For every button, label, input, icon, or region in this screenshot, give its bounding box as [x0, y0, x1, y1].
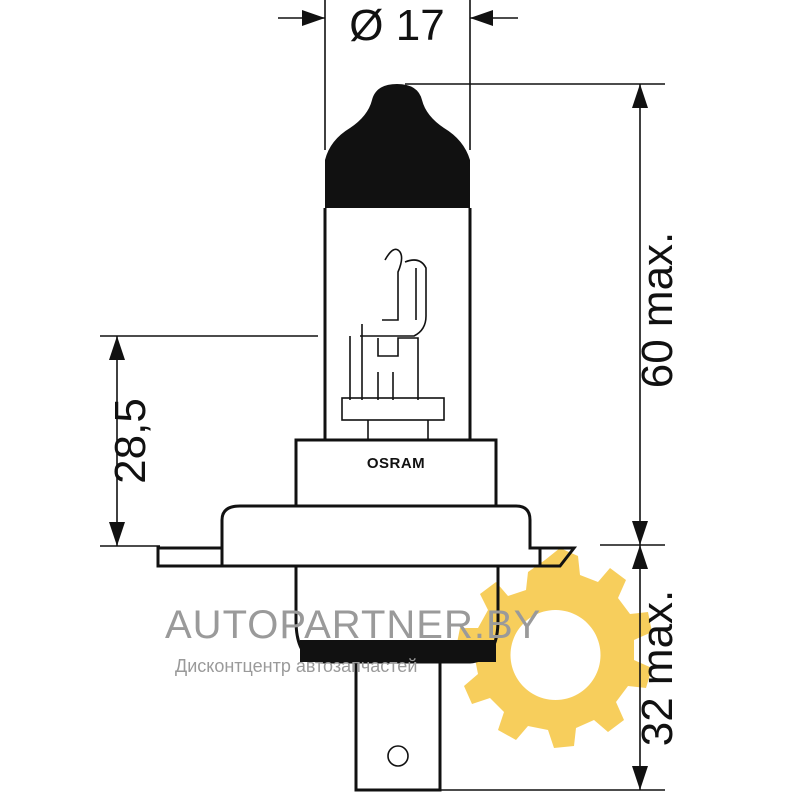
watermark-gear-icon — [456, 548, 652, 748]
bulb-collar — [294, 438, 498, 508]
focal-dimension: 28,5 — [100, 335, 318, 547]
bulb-flange — [220, 504, 542, 568]
terminal-hole — [387, 745, 409, 767]
focal-label: 28,5 — [106, 398, 155, 484]
height-top-label: 60 max. — [633, 232, 682, 389]
filament — [341, 248, 445, 440]
bulb-glass — [323, 208, 472, 442]
height-bottom-dimension: 32 max. — [380, 544, 682, 791]
flange-right-tab — [540, 546, 578, 568]
diameter-label: Ø 17 — [349, 1, 444, 50]
bulb-terminal — [354, 662, 442, 792]
height-top-dimension: 60 max. — [405, 83, 682, 545]
watermark: AUTOPARTNER.BY Дисконтцентр автозапчасте… — [165, 603, 541, 676]
bulb: OSRAM — [156, 84, 578, 792]
watermark-subtitle: Дисконтцентр автозапчастей — [175, 656, 417, 676]
bulb-tip — [325, 84, 470, 208]
watermark-title: AUTOPARTNER.BY — [165, 603, 541, 647]
flange-left-tab — [156, 546, 222, 568]
base-band — [300, 640, 496, 662]
diameter-dimension: Ø 17 — [278, 0, 518, 150]
brand-logo: OSRAM — [367, 455, 425, 472]
height-bottom-label: 32 max. — [633, 590, 682, 747]
